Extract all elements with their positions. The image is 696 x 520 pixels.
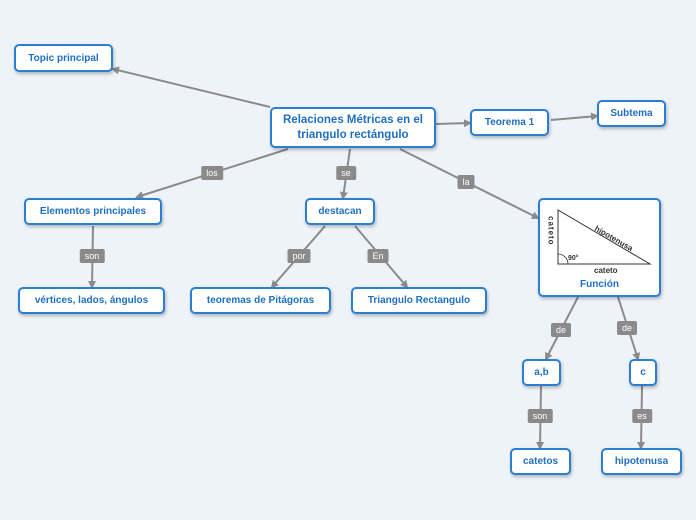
angle-text: 90° [568, 254, 579, 262]
vertical-cateto-text: cateto [548, 216, 556, 246]
edge-label-la: la [457, 175, 475, 189]
edge-main-topic [111, 66, 271, 108]
edge-teorema-subtema [550, 112, 599, 121]
edge-label-son-1: son [79, 249, 105, 263]
funcion-node[interactable]: cateto cateto hipotenusa 90° Función [538, 198, 661, 297]
edge-label-por: por [287, 249, 311, 263]
funcion-caption: Función [580, 279, 619, 290]
teorema-1-node[interactable]: Teorema 1 [470, 109, 549, 136]
edge-label-de-2: de [616, 321, 638, 335]
main-topic-node[interactable]: Relaciones Métricas en el triangulo rect… [270, 107, 436, 148]
edge-label-en: En [367, 249, 389, 263]
ab-node[interactable]: a,b [522, 359, 561, 386]
elementos-principales-node[interactable]: Elementos principales [24, 198, 162, 225]
teoremas-pitagoras-node[interactable]: teoremas de Pitágoras [190, 287, 331, 314]
edge-label-son-2: son [527, 409, 553, 423]
topic-principal-node[interactable]: Topic principal [14, 44, 113, 72]
catetos-node[interactable]: catetos [510, 448, 571, 475]
edge-label-es: es [632, 409, 652, 423]
c-node[interactable]: c [629, 359, 657, 386]
edge-label-los: los [201, 166, 223, 180]
horizontal-cateto-text: cateto [594, 266, 618, 274]
edge-label-se: se [336, 166, 356, 180]
subtema-node[interactable]: Subtema [597, 100, 666, 127]
edge-main-teorema [435, 119, 472, 128]
vertices-lados-angulos-node[interactable]: vértices, lados, ángulos [18, 287, 165, 314]
destacan-node[interactable]: destacan [305, 198, 375, 225]
triangulo-rectangulo-node[interactable]: Triangulo Rectangulo [351, 287, 487, 314]
hipotenusa-node[interactable]: hipotenusa [601, 448, 682, 475]
edge-label-de-1: de [550, 323, 572, 337]
right-triangle-image: cateto cateto hipotenusa 90° [548, 209, 652, 274]
